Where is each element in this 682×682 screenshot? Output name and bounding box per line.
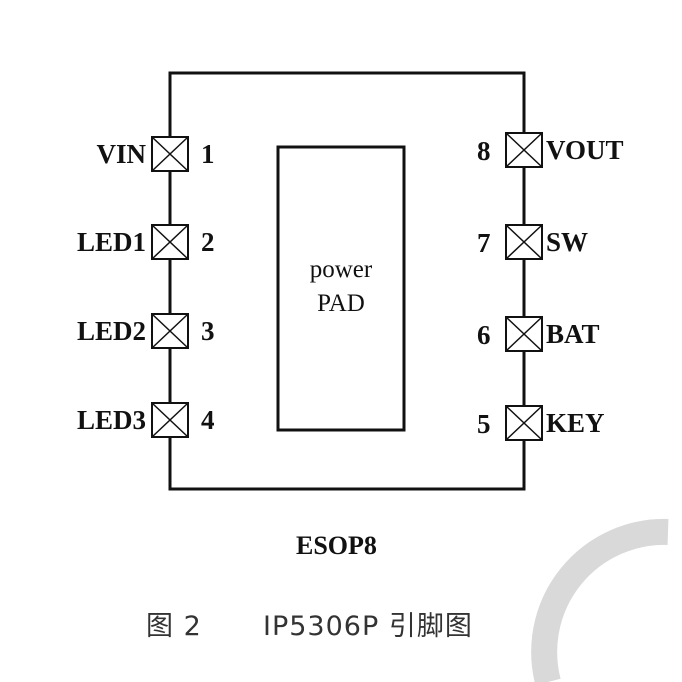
pin-2-number: 2 bbox=[201, 227, 215, 257]
pad-label-line2: PAD bbox=[317, 290, 365, 317]
watermark-arc bbox=[531, 518, 669, 682]
pin-4-name: LED3 bbox=[76, 405, 146, 435]
pin-5-number: 5 bbox=[477, 409, 491, 439]
pin-1-number: 1 bbox=[201, 139, 215, 169]
figure-label: 图 2 bbox=[146, 611, 202, 642]
pin-7-marker bbox=[505, 224, 543, 260]
pin-7-number: 7 bbox=[477, 228, 491, 258]
pin-1-name: VIN bbox=[96, 139, 146, 169]
pin-8-name: VOUT bbox=[546, 135, 624, 165]
pin-5-name: KEY bbox=[546, 408, 605, 438]
pad-label-line1: power bbox=[309, 256, 373, 283]
pin-6-marker bbox=[505, 316, 543, 352]
pin-5-marker bbox=[505, 405, 543, 441]
pin-4-number: 4 bbox=[201, 405, 215, 435]
pin-7-name: SW bbox=[546, 227, 589, 257]
pin-2-marker bbox=[151, 224, 189, 260]
pin-8-number: 8 bbox=[477, 136, 491, 166]
package-name: ESOP8 bbox=[296, 531, 377, 560]
figure-title: IP5306P 引脚图 bbox=[263, 611, 473, 642]
pin-2-name: LED1 bbox=[76, 227, 146, 257]
power-pad bbox=[276, 145, 406, 432]
pin-3-name: LED2 bbox=[76, 316, 146, 346]
pin-4-marker bbox=[151, 402, 189, 438]
pin-8-marker bbox=[505, 132, 543, 168]
pin-1-marker bbox=[151, 136, 189, 172]
pin-3-marker bbox=[151, 313, 189, 349]
pin-6-name: BAT bbox=[546, 319, 600, 349]
package-body bbox=[168, 71, 526, 491]
pin-6-number: 6 bbox=[477, 320, 491, 350]
pin-3-number: 3 bbox=[201, 316, 215, 346]
